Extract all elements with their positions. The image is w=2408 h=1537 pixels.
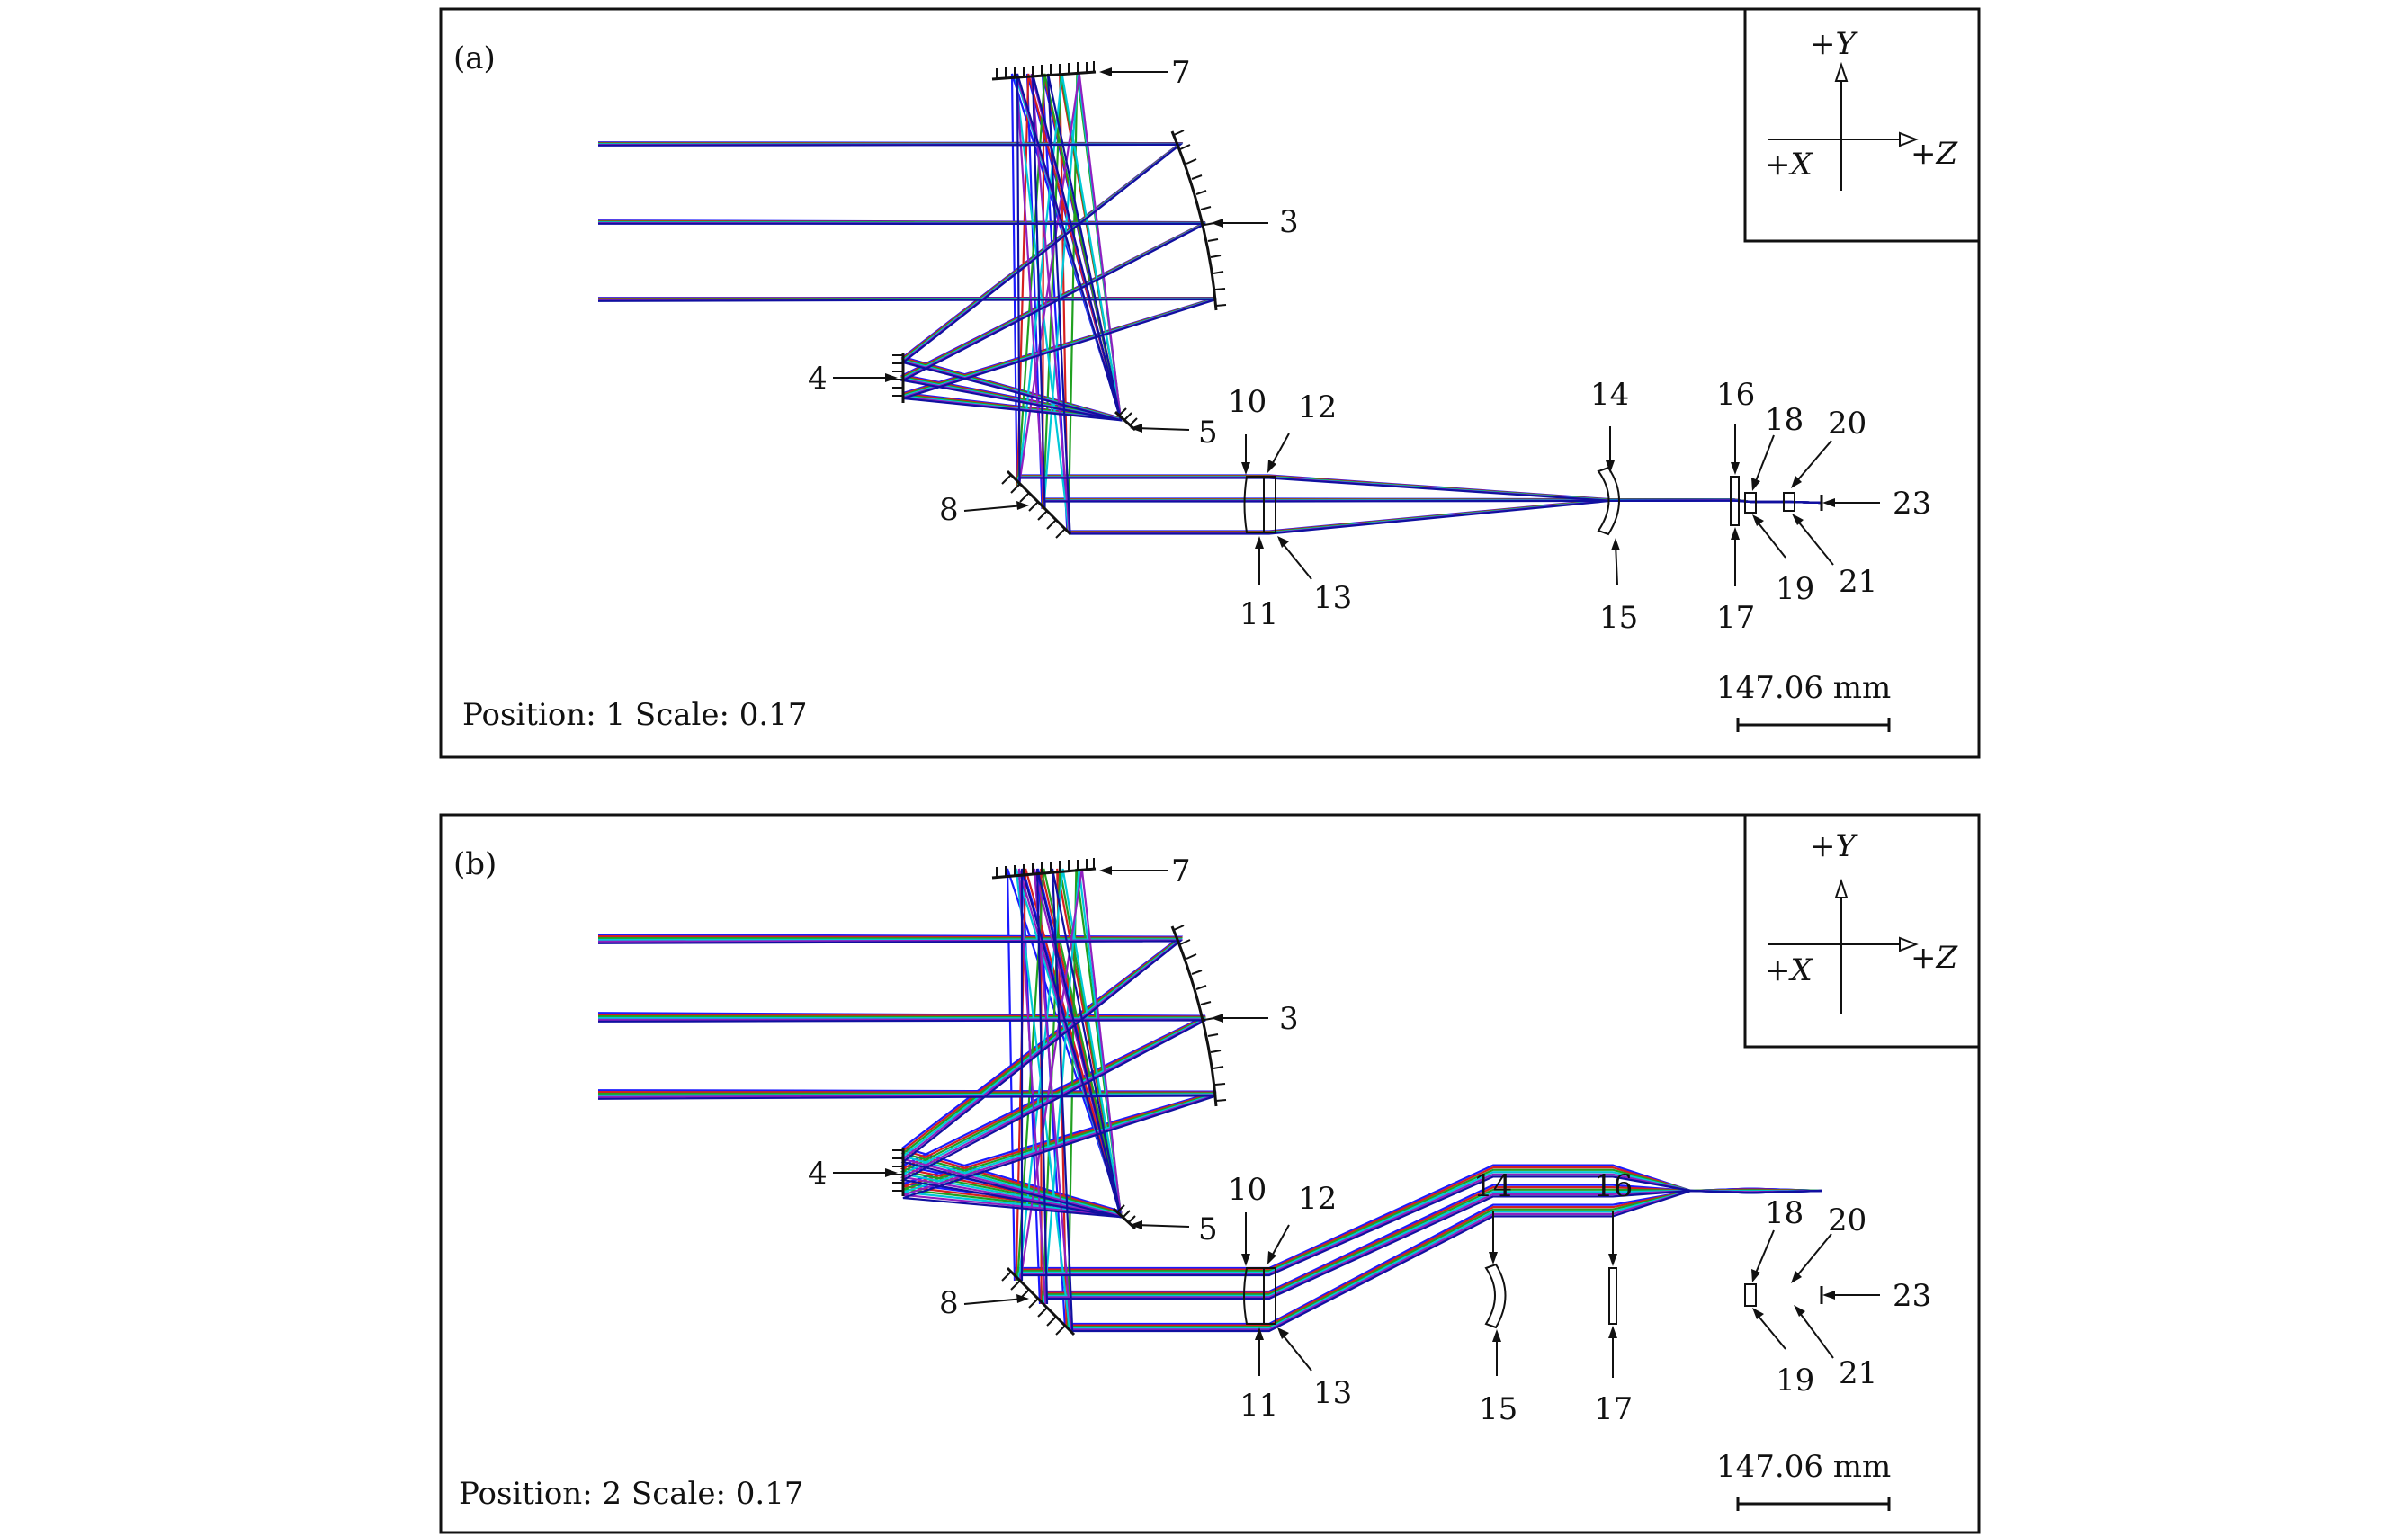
lens-20-21-a	[1783, 492, 1795, 512]
ray-a-32	[597, 73, 1206, 510]
callouts-b: 7 3 4 5 8 10 12 11 13 14 15 16 1	[808, 853, 1931, 1427]
lens-16-17-a	[1730, 476, 1740, 526]
axis-triad-b: +Y +Z +X	[1743, 813, 1981, 1049]
label-11-b: 11	[1240, 1388, 1278, 1424]
lens-14-15-b	[1484, 1263, 1507, 1329]
mirror-3-a	[1170, 130, 1227, 311]
lens-18-19-a	[1744, 492, 1757, 514]
ray-a-14	[597, 73, 1206, 510]
label-4-b: 4	[808, 1156, 828, 1192]
axis-x-label-a: +X	[1765, 147, 1813, 183]
label-10-a: 10	[1228, 384, 1267, 420]
label-5-a: 5	[1198, 415, 1218, 451]
ray-a-20	[597, 73, 1206, 510]
label-13-b: 13	[1313, 1375, 1352, 1411]
mirror-7-b	[991, 858, 1097, 880]
label-19-a: 19	[1776, 571, 1814, 607]
axis-z-label-b: +Z	[1911, 940, 1958, 976]
lens-10-13-a	[1243, 476, 1276, 533]
label-8-b: 8	[939, 1285, 959, 1321]
ray-a-35	[1070, 499, 1822, 535]
label-16-a: 16	[1716, 377, 1755, 413]
label-7-a: 7	[1171, 55, 1191, 91]
ray-b-35	[1072, 1189, 1822, 1333]
lens-18-19-b	[1744, 1283, 1757, 1307]
panel-b-tag: (b)	[453, 846, 497, 882]
label-20-b: 20	[1828, 1202, 1866, 1238]
label-12-a: 12	[1298, 389, 1337, 425]
mirror-8-b	[1001, 1266, 1076, 1336]
label-17-a: 17	[1716, 600, 1755, 636]
label-21-a: 21	[1839, 564, 1877, 600]
ray-a-8	[597, 73, 1206, 510]
mirror-3-b	[1170, 925, 1227, 1107]
mirror-5-a	[1114, 407, 1138, 432]
label-11-a: 11	[1240, 596, 1278, 632]
axis-y-label-a: +Y	[1810, 26, 1858, 62]
lens-16-17-b	[1608, 1267, 1617, 1325]
mirror-8-a	[1001, 469, 1072, 539]
panel-b: (b) +Y +Z +X	[439, 813, 1981, 1534]
label-7-b: 7	[1171, 853, 1191, 889]
label-18-a: 18	[1765, 402, 1804, 438]
label-5-b: 5	[1198, 1211, 1218, 1247]
label-15-b: 15	[1479, 1391, 1517, 1427]
label-19-b: 19	[1776, 1363, 1814, 1398]
scale-bar-b: 147.06 mm	[1716, 1449, 1891, 1511]
panel-a-tag: (a)	[453, 40, 496, 76]
label-3-b: 3	[1279, 1001, 1299, 1037]
label-23-b: 23	[1893, 1278, 1931, 1314]
label-12-b: 12	[1298, 1181, 1337, 1217]
scale-bar-label-a: 147.06 mm	[1716, 670, 1891, 706]
label-13-a: 13	[1313, 580, 1352, 616]
label-14-a: 14	[1590, 377, 1629, 413]
mirror-4-a	[892, 353, 905, 403]
label-10-b: 10	[1228, 1172, 1267, 1208]
axis-y-label-b: +Y	[1810, 828, 1858, 864]
label-16-b: 16	[1594, 1168, 1633, 1204]
position-scale-text-b: Position: 2 Scale: 0.17	[459, 1476, 803, 1512]
position-scale-text-a: Position: 1 Scale: 0.17	[462, 697, 807, 733]
axis-x-label-b: +X	[1765, 952, 1813, 988]
label-15-a: 15	[1599, 600, 1638, 636]
callouts-a: 7 3 4 5 8 10 12 11 13 14 15 16 1	[808, 55, 1931, 636]
axis-box-a	[1743, 7, 1981, 243]
ray-a-2	[597, 73, 1206, 510]
axis-z-label-a: +Z	[1911, 136, 1958, 172]
label-17-b: 17	[1594, 1391, 1633, 1427]
lens-10-13-b	[1243, 1267, 1276, 1325]
mirror-4-b	[892, 1148, 905, 1196]
axis-box-b	[1743, 813, 1981, 1049]
lens-14-15-a	[1597, 466, 1620, 536]
scale-bar-label-b: 147.06 mm	[1716, 1449, 1891, 1485]
axis-triad-a: +Y +Z +X	[1743, 7, 1981, 243]
label-8-a: 8	[939, 492, 959, 528]
ray-a-26	[597, 73, 1206, 510]
ray-bundle-a	[597, 73, 1822, 535]
label-23-a: 23	[1893, 486, 1931, 522]
panel-b-frame	[439, 813, 1981, 1534]
scale-bar-a: 147.06 mm	[1716, 670, 1891, 732]
mirror-7-a	[991, 61, 1097, 81]
label-21-b: 21	[1839, 1355, 1877, 1391]
label-20-a: 20	[1828, 406, 1866, 442]
label-3-a: 3	[1279, 204, 1299, 240]
panel-a: (a) +Y +Z +X	[439, 7, 1981, 759]
panel-a-frame	[439, 7, 1981, 759]
label-14-b: 14	[1473, 1168, 1512, 1204]
label-18-b: 18	[1765, 1195, 1804, 1231]
label-4-a: 4	[808, 361, 828, 397]
ray-bundle-b	[597, 868, 1822, 1333]
